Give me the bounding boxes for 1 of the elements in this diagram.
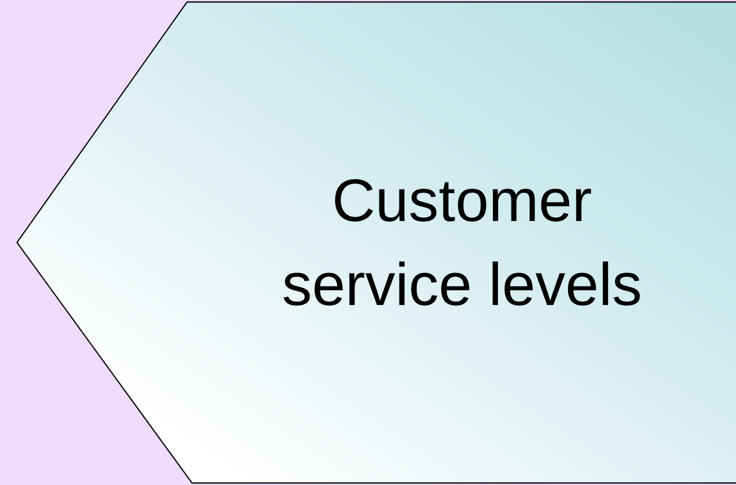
shape-label: Customer service levels [280, 166, 644, 320]
